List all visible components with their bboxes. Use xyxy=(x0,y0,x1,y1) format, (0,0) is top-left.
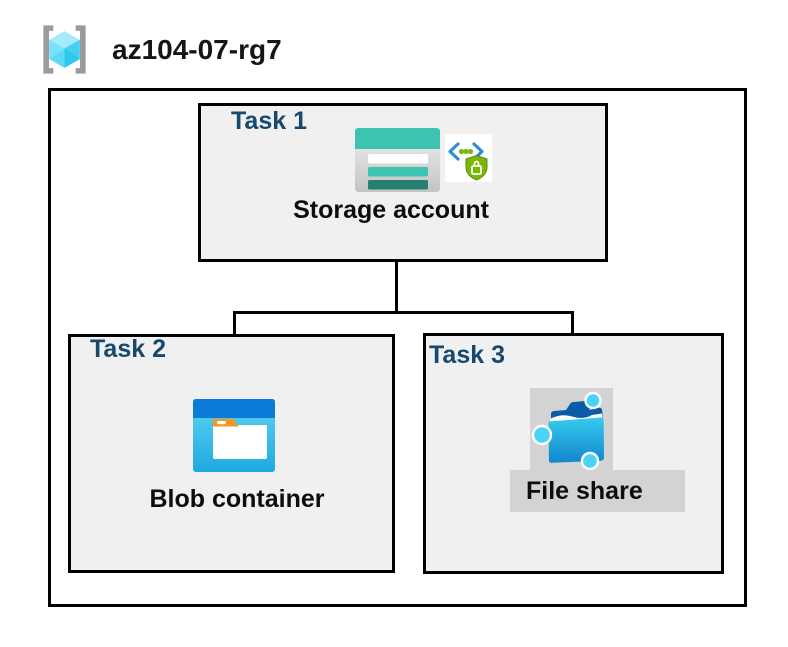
blob-container-label: Blob container xyxy=(149,485,325,513)
file-share-icon-panel xyxy=(530,388,613,471)
connector-horizontal xyxy=(233,311,574,314)
file-share-icon xyxy=(531,391,604,471)
resource-group-name: az104-07-rg7 xyxy=(112,34,282,65)
task3-label: Task 3 xyxy=(429,341,505,369)
connector-storage-stem xyxy=(395,233,398,314)
storage-account-label: Storage account xyxy=(293,196,489,224)
file-share-label-band xyxy=(510,470,685,512)
blob-container-icon xyxy=(193,399,275,472)
file-share-label: File share xyxy=(526,477,643,505)
task1-label: Task 1 xyxy=(231,107,307,135)
task2-label: Task 2 xyxy=(90,335,166,363)
resource-group-icon xyxy=(36,21,93,78)
storage-account-icon xyxy=(355,128,440,192)
sas-token-icon xyxy=(445,134,492,182)
